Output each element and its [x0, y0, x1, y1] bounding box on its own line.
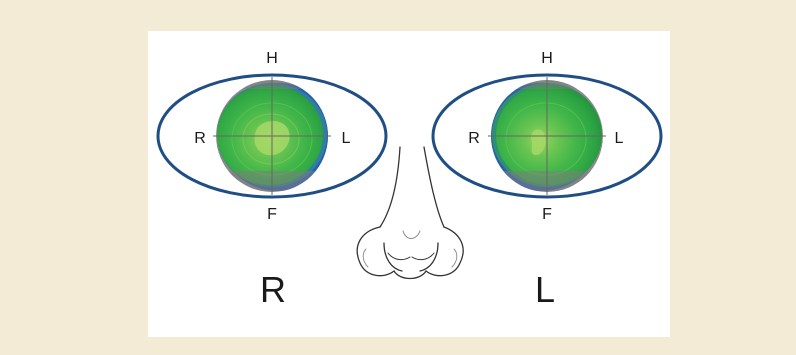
left-eye-top-label: H — [541, 51, 553, 67]
right-eye-top-label: H — [266, 51, 278, 67]
diagram-graphics — [148, 31, 670, 337]
left-eye-bottom-label: F — [542, 207, 552, 223]
left-eye-label: L — [535, 272, 555, 308]
right-eye-bottom-label: F — [267, 207, 277, 223]
left-eye — [433, 71, 661, 201]
right-eye-right-label: L — [342, 131, 351, 147]
left-eye-right-label: L — [615, 131, 624, 147]
right-eye-label: R — [260, 272, 286, 308]
left-eye-left-label: R — [468, 131, 480, 147]
right-eye-left-label: R — [194, 131, 206, 147]
right-eye — [158, 71, 386, 201]
diagram-panel: H F R L R H F R L L — [148, 31, 670, 337]
